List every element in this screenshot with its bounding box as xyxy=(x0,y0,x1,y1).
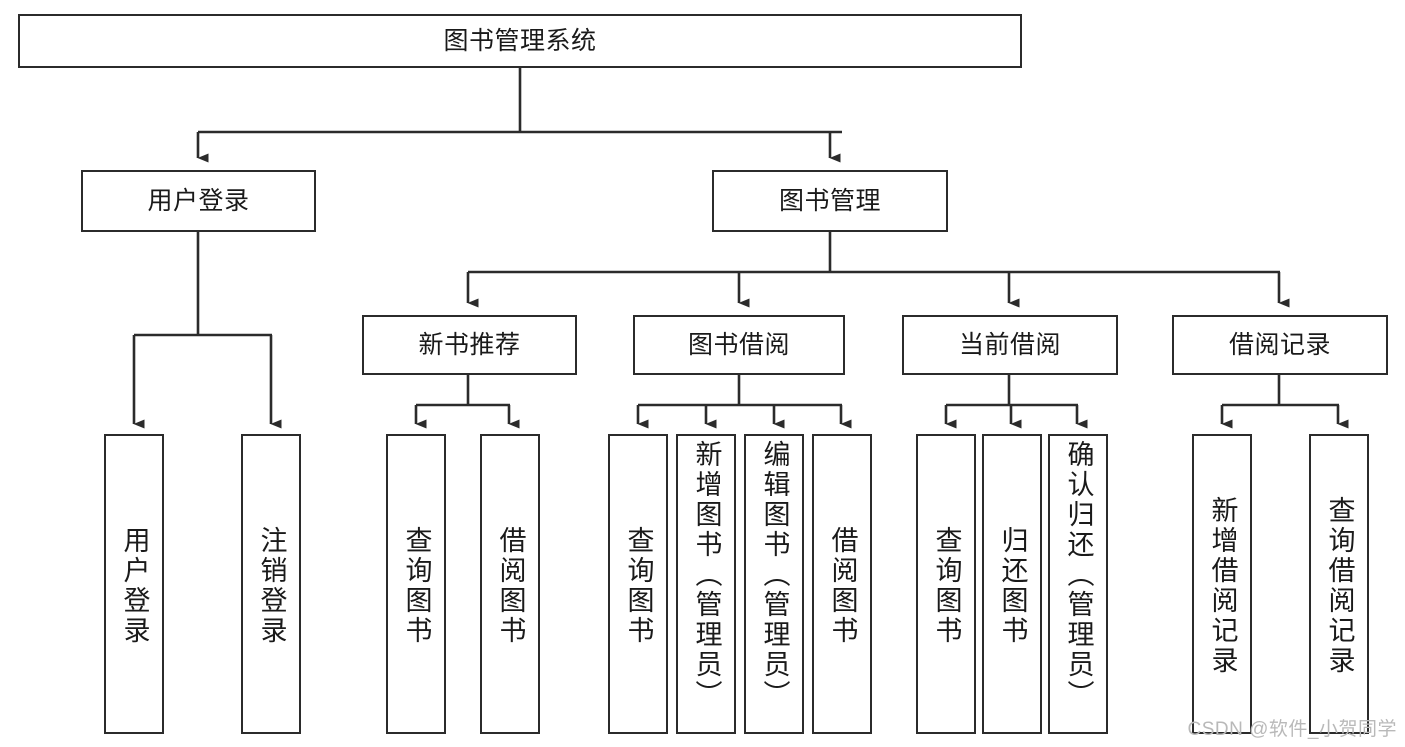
node-label: 注销登录 xyxy=(256,526,287,646)
leaf-records-add-record[interactable]: 新增借阅记录 xyxy=(1192,434,1252,734)
node-new-book-recommend[interactable]: 新书推荐 xyxy=(362,315,577,375)
csdn-watermark: CSDN @软件_小贺同学 xyxy=(1187,719,1397,740)
node-book-borrow[interactable]: 图书借阅 xyxy=(633,315,845,375)
node-label: 查询图书 xyxy=(401,526,432,646)
node-label: 查询借阅记录 xyxy=(1324,496,1355,676)
node-label: 图书管理 xyxy=(778,186,881,215)
node-label: 借阅图书 xyxy=(827,526,858,646)
node-label: 当前借阅 xyxy=(958,330,1061,359)
leaf-current-return-book[interactable]: 归还图书 xyxy=(982,434,1042,734)
leaf-user-logout[interactable]: 注销登录 xyxy=(241,434,301,734)
leaf-user-login[interactable]: 用户登录 xyxy=(104,434,164,734)
leaf-recommend-query-book[interactable]: 查询图书 xyxy=(386,434,446,734)
leaf-borrow-query-book[interactable]: 查询图书 xyxy=(608,434,668,734)
node-book-management[interactable]: 图书管理 xyxy=(712,170,948,232)
leaf-borrow-borrow-book[interactable]: 借阅图书 xyxy=(812,434,872,734)
node-label: 查询图书 xyxy=(623,526,654,646)
node-label: 查询图书 xyxy=(931,526,962,646)
node-label: 用户登录 xyxy=(147,186,250,215)
node-label: 图书管理系统 xyxy=(443,26,597,55)
node-label: 借阅记录 xyxy=(1228,330,1331,359)
leaf-recommend-borrow-book[interactable]: 借阅图书 xyxy=(480,434,540,734)
leaf-current-confirm-return-admin[interactable]: 确认归还（管理员） xyxy=(1048,434,1108,734)
node-label: 新增借阅记录 xyxy=(1207,496,1238,676)
node-label: 新增图书（管理员） xyxy=(691,440,722,710)
node-label: 图书借阅 xyxy=(687,330,790,359)
node-label: 借阅图书 xyxy=(495,526,526,646)
node-root-book-management-system[interactable]: 图书管理系统 xyxy=(18,14,1022,68)
leaf-borrow-add-book-admin[interactable]: 新增图书（管理员） xyxy=(676,434,736,734)
node-label: 用户登录 xyxy=(119,526,150,646)
node-label: 确认归还（管理员） xyxy=(1063,440,1094,710)
leaf-records-query-record[interactable]: 查询借阅记录 xyxy=(1309,434,1369,734)
node-label: 归还图书 xyxy=(997,526,1028,646)
node-user-login[interactable]: 用户登录 xyxy=(81,170,316,232)
leaf-current-query-book[interactable]: 查询图书 xyxy=(916,434,976,734)
leaf-borrow-edit-book-admin[interactable]: 编辑图书（管理员） xyxy=(744,434,804,734)
node-current-borrow[interactable]: 当前借阅 xyxy=(902,315,1118,375)
node-label: 新书推荐 xyxy=(418,330,521,359)
node-borrow-records[interactable]: 借阅记录 xyxy=(1172,315,1388,375)
node-label: 编辑图书（管理员） xyxy=(759,440,790,710)
